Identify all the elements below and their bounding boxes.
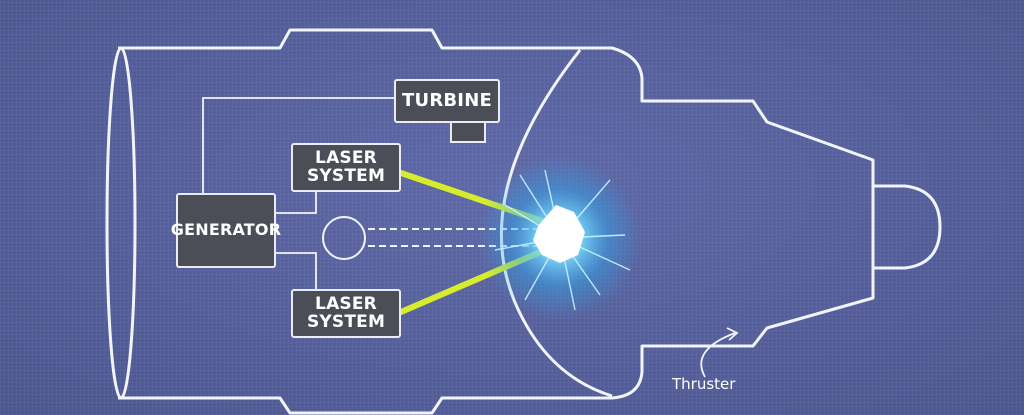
wire-generator-turbine: [202, 97, 394, 193]
generator-box: GENERATOR: [171, 193, 281, 268]
nozzle-cap: [873, 184, 942, 270]
turbine-shaft: [450, 121, 486, 143]
laser-system-top-label: LASER SYSTEM: [306, 147, 386, 186]
engine-body-outline: [118, 28, 875, 415]
laser-system-top-box: LASER SYSTEM: [291, 143, 401, 192]
ignited-pellet: [533, 205, 585, 263]
wire-generator-laser-top: [276, 192, 317, 214]
thruster-callout-arrow: [700, 332, 736, 378]
turbine-box: TURBINE: [394, 79, 500, 123]
turbine-label: TURBINE: [402, 89, 492, 111]
fuel-pellet: [322, 216, 366, 260]
intake-ring: [105, 46, 137, 400]
thruster-callout-arrowhead: [726, 327, 739, 341]
wire-generator-laser-bottom: [276, 252, 317, 289]
generator-label: GENERATOR: [170, 220, 282, 240]
laser-system-bottom-label: LASER SYSTEM: [306, 293, 386, 332]
laser-system-bottom-box: LASER SYSTEM: [291, 289, 401, 338]
thruster-label: Thruster: [672, 375, 736, 393]
